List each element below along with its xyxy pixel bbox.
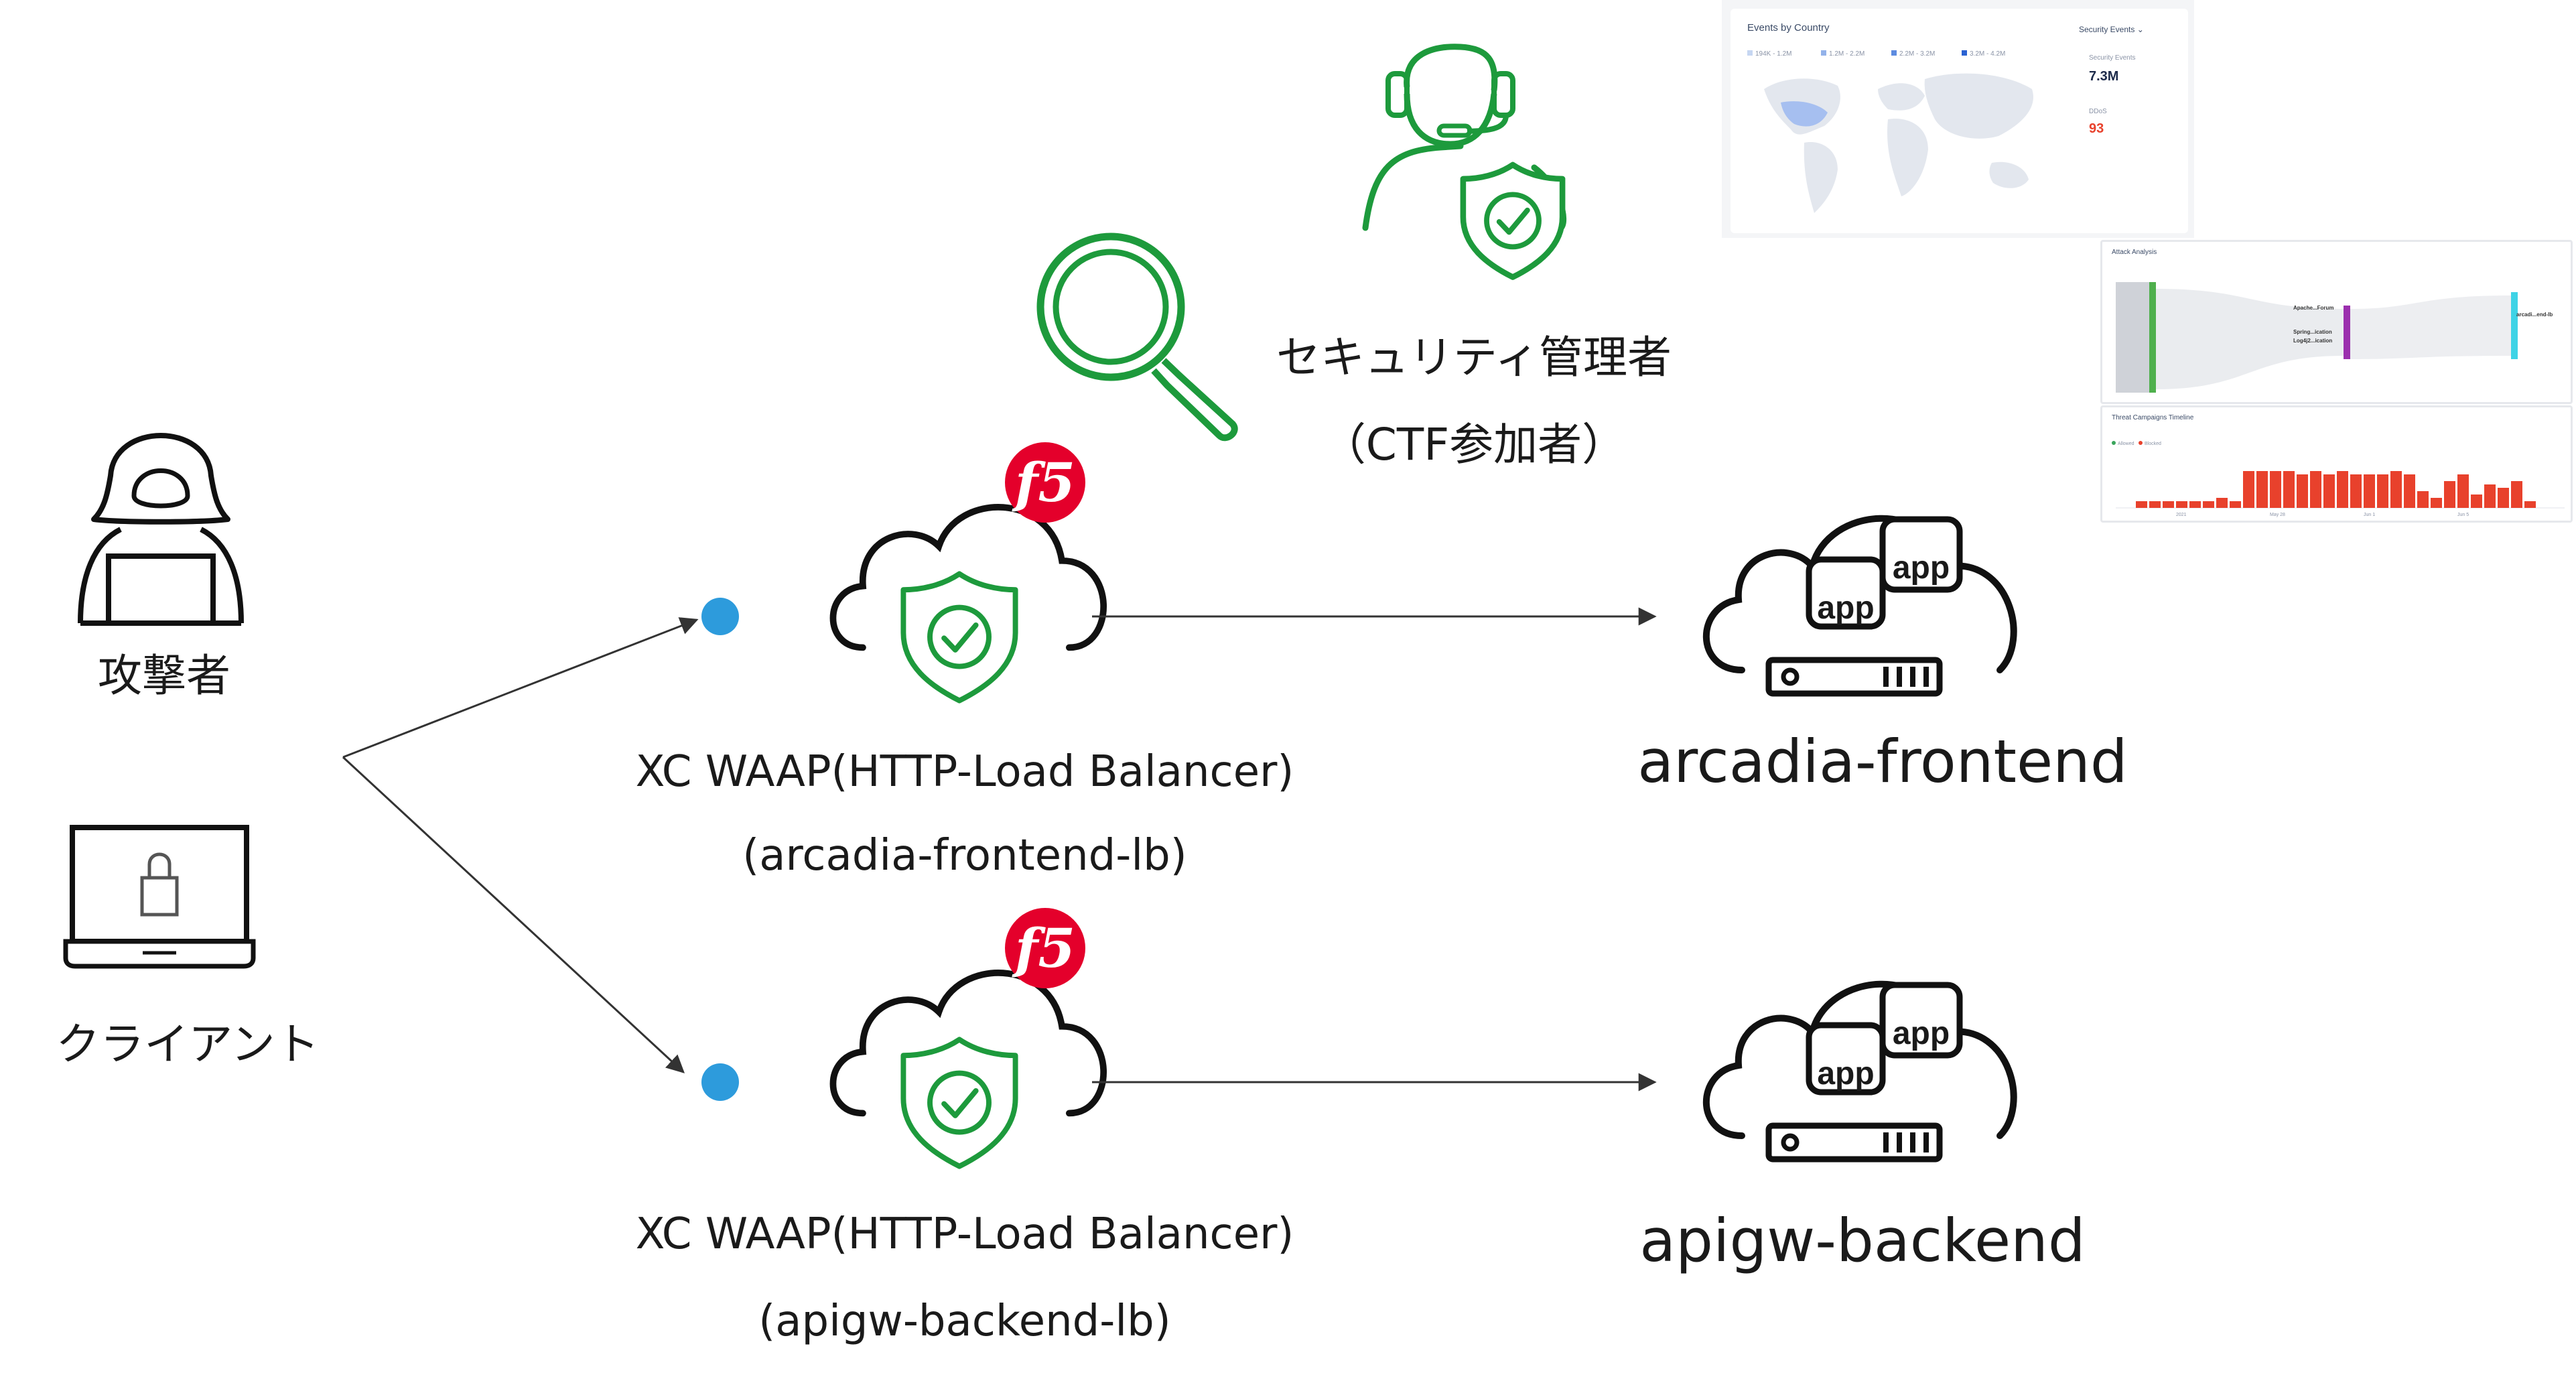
chevron-down-icon: ⌄	[2137, 25, 2144, 34]
timeline-bar	[2216, 498, 2228, 508]
timeline-bar	[2390, 471, 2402, 508]
events-panel-dropdown[interactable]: Security Events ⌄	[2079, 25, 2144, 34]
frontend-name: arcadia-frontend	[1637, 727, 2128, 796]
lb2-title: XC WAAP(HTTP-Load Balancer)	[635, 1209, 1294, 1259]
timeline-panel-title: Threat Campaigns Timeline	[2112, 414, 2194, 421]
lb2-endpoint-dot	[701, 1063, 739, 1101]
timeline-bar	[2270, 471, 2281, 508]
lb1-name: (arcadia-frontend-lb)	[742, 831, 1187, 880]
timeline-bar	[2457, 474, 2469, 508]
timeline-bar	[2431, 498, 2442, 508]
attacker-label: 攻撃者	[98, 650, 230, 702]
timeline-bar	[2243, 471, 2254, 508]
timeline-bar	[2203, 501, 2214, 508]
arrow-client-to-lb2	[342, 756, 685, 1073]
timeline-bar	[2511, 481, 2522, 508]
stat-security-events-value: 7.3M	[2089, 69, 2119, 84]
sankey-node-3: Log4j2...ication	[2293, 338, 2333, 344]
attack-panel-title: Attack Analysis	[2112, 249, 2157, 256]
timeline-bar	[2323, 474, 2335, 508]
backend-app-label-1: app	[1817, 1056, 1875, 1092]
timeline-bar	[2189, 501, 2201, 508]
lb1-title: XC WAAP(HTTP-Load Balancer)	[635, 747, 1294, 797]
client-label: クライアント	[56, 1018, 320, 1070]
timeline-bar	[2310, 471, 2321, 508]
sankey-node-2: Spring...ication	[2293, 329, 2332, 335]
world-map	[1764, 73, 2033, 213]
lb1-waap-icon	[833, 442, 1103, 730]
stat-ddos-label: DDoS	[2089, 108, 2107, 115]
timeline-x-tick: Jun 5	[2457, 513, 2469, 517]
admin-sublabel: （CTF参加者）	[1321, 419, 1627, 470]
timeline-bar-chart: 2021 May 28 Jun 1 Jun 5	[2116, 471, 2565, 517]
frontend-app-label-2: app	[1892, 550, 1950, 586]
stat-ddos-value: 93	[2089, 121, 2104, 136]
magnifier-icon	[1036, 233, 1238, 442]
backend-name: apigw-backend	[1639, 1206, 2086, 1275]
timeline-bar	[2256, 471, 2268, 508]
events-legend-3: 2.2M - 3.2M	[1891, 50, 1935, 58]
timeline-bar	[2283, 471, 2295, 508]
timeline-legend-allowed: Allowed	[2112, 441, 2134, 446]
arrow-client-to-lb1	[342, 617, 699, 759]
events-legend-4: 3.2M - 4.2M	[1962, 50, 2005, 58]
sankey-node-1: Apache...Forum	[2293, 305, 2334, 311]
frontend-app-label-1: app	[1817, 590, 1875, 626]
timeline-x-tick: May 28	[2270, 513, 2285, 517]
sankey-node-4: arcadi...end-lb	[2516, 312, 2553, 318]
timeline-bar	[2176, 501, 2187, 508]
events-legend-2: 1.2M - 2.2M	[1821, 50, 1865, 58]
timeline-bar	[2484, 484, 2496, 508]
events-by-country-panel: Events by Country Security Events ⌄ 194K…	[1722, 0, 2194, 238]
admin-label: セキュリティ管理者	[1276, 332, 1672, 383]
timeline-legend-blocked: Blocked	[2139, 441, 2161, 446]
threat-timeline-panel: Threat Campaigns Timeline Allowed Blocke…	[2100, 405, 2573, 523]
timeline-bar	[2377, 474, 2388, 508]
lb2-name: (apigw-backend-lb)	[758, 1297, 1171, 1346]
timeline-bar	[2498, 488, 2509, 508]
timeline-x-tick: 2021	[2176, 513, 2187, 517]
timeline-bar	[2444, 481, 2455, 508]
timeline-bar	[2350, 474, 2362, 508]
timeline-bar	[2471, 494, 2482, 508]
timeline-x-tick: Jun 1	[2364, 513, 2375, 517]
client-laptop-icon	[63, 825, 256, 969]
attacker-icon	[78, 433, 244, 626]
lb1-endpoint-dot	[701, 598, 739, 635]
timeline-bar	[2163, 501, 2174, 508]
timeline-bar	[2404, 474, 2415, 508]
timeline-bar	[2364, 474, 2375, 508]
timeline-bar	[2524, 501, 2536, 508]
timeline-bar	[2417, 491, 2429, 508]
sankey-diagram	[2116, 282, 2518, 393]
events-panel-title: Events by Country	[1747, 22, 1830, 34]
timeline-bar	[2149, 501, 2161, 508]
timeline-bar	[2230, 501, 2241, 508]
attack-analysis-panel: Attack Analysis Apache...Forum Spring...…	[2100, 240, 2573, 404]
security-admin-icon	[1362, 44, 1567, 280]
backend-app-label-2: app	[1892, 1016, 1950, 1051]
events-legend-1: 194K - 1.2M	[1747, 50, 1791, 58]
stat-security-events-label: Security Events	[2089, 54, 2136, 62]
timeline-bar	[2337, 471, 2348, 508]
timeline-bar	[2297, 474, 2308, 508]
timeline-bar	[2136, 501, 2147, 508]
lb2-waap-icon	[833, 908, 1103, 1196]
